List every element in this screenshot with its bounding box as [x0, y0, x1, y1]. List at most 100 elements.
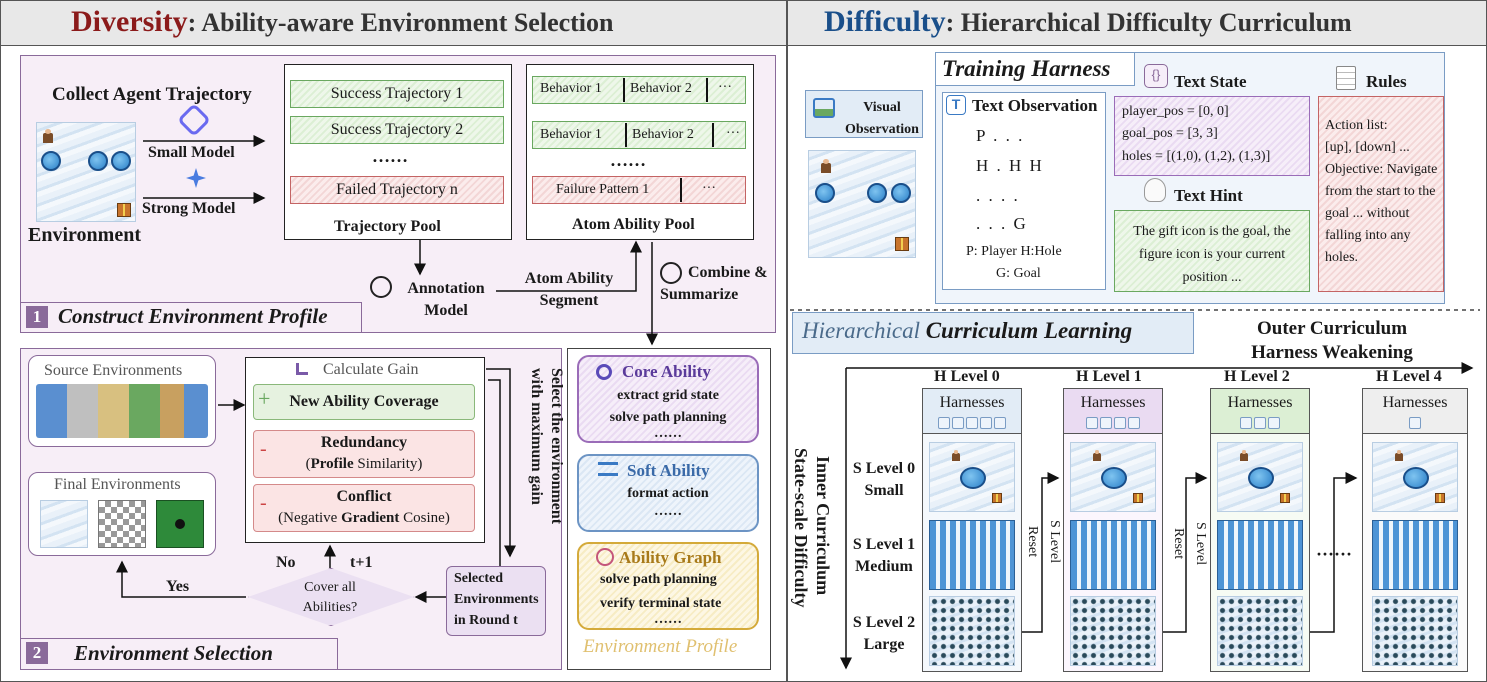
player-figure-icon: [952, 449, 960, 461]
no-label: No: [276, 554, 296, 571]
s-level-2-name: S Level 2: [852, 614, 916, 631]
gift-icon: [1280, 493, 1290, 503]
plus-icon: +: [258, 386, 271, 411]
final-envs-label: Final Environments: [54, 476, 181, 493]
select-label: Select the environment with maximum gain: [528, 368, 565, 525]
rules-line-4: from the start to the: [1325, 184, 1436, 199]
gift-icon: [1133, 493, 1143, 503]
document-icon: [1268, 417, 1280, 429]
chart-icon: [296, 363, 308, 375]
gift-icon: [1435, 493, 1445, 503]
failure-row: [532, 176, 746, 204]
lightbulb-icon: [1144, 178, 1166, 202]
othello-piece: [175, 519, 185, 529]
hole-icon: [867, 183, 887, 203]
s-level-1-size: Medium: [855, 558, 913, 575]
grid-line-3: . . . .: [976, 186, 1020, 205]
core-item-1: extract grid state: [617, 388, 719, 403]
waves-icon: [598, 462, 618, 476]
h4-harness-icons: [1362, 416, 1468, 434]
hole-icon: [88, 151, 108, 171]
hole-icon: [960, 467, 986, 489]
env-thumb-c1-r2: [1070, 596, 1156, 666]
behavior-2a: Behavior 2: [630, 81, 692, 96]
gift-icon: [992, 493, 1002, 503]
text-state-title: Text State: [1174, 72, 1247, 91]
h4-harnesses-label: Harnesses: [1382, 394, 1448, 411]
stage2-number: 2: [26, 642, 48, 664]
conflict-box: [253, 484, 475, 532]
s-level-label-2: S Level: [1193, 522, 1208, 566]
rules-line-6: falling into any: [1325, 228, 1411, 243]
soft-item-1: format action: [627, 486, 709, 501]
success-trajectory-2: Success Trajectory 2: [290, 116, 504, 144]
ability-graph-title: Ability Graph: [619, 548, 722, 567]
soft-ability-title: Soft Ability: [627, 461, 710, 480]
inner-curriculum-1: Inner Curriculum: [813, 456, 833, 596]
selected-envs-label: Selected Environments in Round t: [454, 571, 539, 628]
stage2-title: Environment Selection: [74, 641, 273, 665]
braces-icon: [1100, 417, 1112, 429]
failure-dots: ···: [702, 181, 716, 196]
text-state-box: [1114, 96, 1310, 176]
core-ability-icon: [596, 364, 612, 380]
divider: [712, 123, 714, 147]
text-hint-title: Text Hint: [1174, 186, 1243, 205]
atom-segment-label: Atom Ability Segment: [524, 270, 614, 309]
braces-icon: [966, 417, 978, 429]
env-thumb-c2-r2: [1217, 596, 1303, 666]
player-figure-icon: [1395, 449, 1403, 461]
curriculum-title: Hierarchical Curriculum Learning: [802, 318, 1132, 344]
redundancy-detail: (Profile Similarity): [305, 456, 423, 472]
redundancy-box: [253, 430, 475, 478]
visual-obs-label: Visual Observation: [845, 100, 919, 137]
failed-trajectory: Failed Trajectory n: [290, 176, 504, 204]
hole-icon: [891, 183, 911, 203]
divider: [706, 78, 708, 102]
stage1-title-bar: [20, 302, 362, 333]
atom-pool-label: Atom Ability Pool: [572, 216, 695, 233]
core-item-3: ……: [654, 426, 682, 441]
player-figure-icon: [1240, 449, 1248, 461]
stage2-title-bar: [20, 638, 338, 670]
env-thumb-c3-r0: [1372, 442, 1458, 512]
env-thumb-c3-r2: [1372, 596, 1458, 666]
behavior-1a: Behavior 1: [540, 81, 602, 96]
curriculum-title-b: Curriculum Learning: [925, 318, 1133, 343]
hole-icon: [1403, 467, 1429, 489]
outer-curriculum-2: Harness Weakening: [1251, 342, 1413, 363]
h0-harness-icons: [922, 416, 1022, 434]
openai-icon: [660, 262, 682, 284]
s-level-2: S Level 2 Large: [846, 612, 922, 656]
minus-icon: -: [260, 438, 267, 460]
divider: [680, 178, 682, 202]
training-harness-tab: [935, 52, 1135, 86]
visual-env-image: [808, 150, 916, 258]
outer-curriculum-1: Outer Curriculum: [1256, 318, 1408, 339]
player-figure-icon: [43, 129, 53, 143]
new-ability-box: New Ability Coverage: [253, 384, 475, 420]
new-ability-label: New Ability Coverage: [289, 393, 439, 410]
gift-icon: [895, 237, 909, 251]
rules-line-7: holes.: [1325, 250, 1359, 265]
h-level-2: H Level 2: [1224, 368, 1290, 385]
grid-legend-2: G: Goal: [996, 266, 1041, 281]
behavior-row-2: [532, 121, 746, 149]
chess-thumb: [98, 500, 146, 548]
redundancy-label: Redundancy: [320, 434, 408, 451]
h-level-4: H Level 4: [1376, 368, 1442, 385]
soft-ability-box: [577, 454, 759, 532]
gift-icon: [117, 203, 131, 217]
dots-b: ···: [726, 126, 740, 141]
environment-label: Environment: [28, 224, 141, 246]
h1-harness-header: [1063, 388, 1163, 434]
h2-harness-icons: [1210, 416, 1310, 434]
document-icon: [1336, 66, 1356, 90]
reset-label-2: Reset: [1171, 528, 1186, 560]
text-hint-content: The gift icon is the goal, the figure ic…: [1133, 224, 1291, 285]
env-thumb-c0-r2: [929, 596, 1015, 666]
left-header-title: Diversity: Ability-aware Environment Sel…: [71, 5, 614, 39]
s-level-2-size: Large: [863, 636, 905, 653]
